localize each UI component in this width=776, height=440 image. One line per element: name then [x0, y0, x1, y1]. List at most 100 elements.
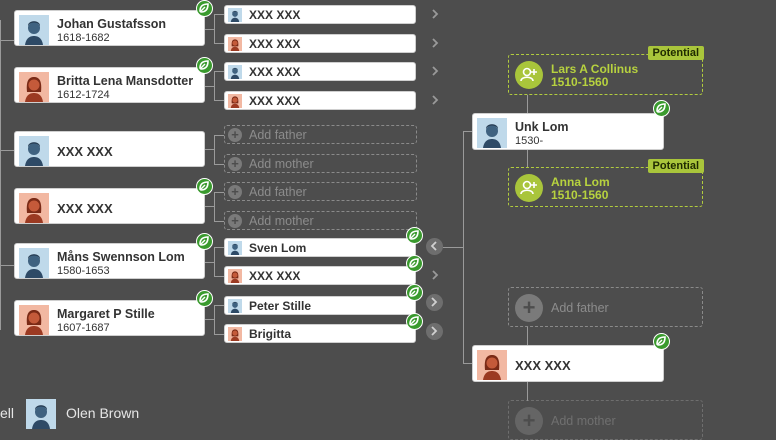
expand-button[interactable]	[426, 294, 443, 311]
person-name: XXX XXX	[249, 37, 301, 51]
leaf-hint-icon[interactable]	[406, 227, 423, 244]
parent-card-sven-lom[interactable]: Sven Lom	[224, 238, 416, 257]
parent-card[interactable]: XXX XXX	[224, 34, 416, 53]
male-avatar-icon	[228, 299, 242, 313]
person-lifespan: 1612-1724	[57, 89, 110, 101]
person-lifespan: 1607-1687	[57, 322, 110, 334]
chevron-left-icon	[427, 239, 441, 253]
add-label: Add mother	[249, 214, 314, 228]
add-label: Add mother	[551, 414, 616, 428]
person-name: Lars A Collinus	[551, 62, 639, 76]
add-mother-button[interactable]: + Add mother	[224, 154, 417, 173]
person-lifespan: 1530-	[515, 135, 544, 147]
add-person-icon	[515, 174, 543, 202]
plus-icon: +	[515, 294, 543, 322]
male-avatar-icon	[477, 118, 507, 148]
male-avatar-icon	[228, 65, 242, 79]
person-name: XXX XXX	[515, 358, 571, 373]
add-mother-button[interactable]: + Add mother	[224, 211, 417, 230]
chevron-right-icon	[427, 295, 441, 309]
parent-card[interactable]: XXX XXX	[224, 91, 416, 110]
potential-mother-card[interactable]: Anna Lom 1510-1560 Potential	[508, 159, 704, 207]
parent-card[interactable]: XXX XXX	[224, 62, 416, 81]
potential-father-card[interactable]: Lars A Collinus 1510-1560 Potential	[508, 46, 704, 95]
leaf-hint-icon[interactable]	[653, 333, 670, 350]
female-avatar-icon	[228, 269, 242, 283]
female-avatar-icon	[19, 193, 49, 223]
male-avatar-icon	[26, 399, 56, 429]
plus-icon: +	[228, 128, 242, 142]
potential-badge: Potential	[647, 46, 704, 60]
person-name: Brigitta	[249, 327, 291, 341]
person-name: Johan Gustafsson	[57, 17, 167, 31]
plus-icon: +	[515, 407, 543, 435]
person-lifespan: 1510-1560	[551, 75, 609, 89]
expand-button[interactable]	[426, 323, 443, 340]
add-person-icon	[515, 61, 543, 89]
person-card-britta-lena-mansdotter[interactable]: Britta Lena Mansdotter 1612-1724	[14, 67, 205, 103]
person-card-mans-swennson-lom[interactable]: Måns Swennson Lom 1580-1653	[14, 243, 205, 279]
female-avatar-icon	[228, 94, 242, 108]
male-avatar-icon	[228, 241, 242, 255]
person-name: XXX XXX	[249, 8, 301, 22]
add-father-button[interactable]: + Add father	[224, 125, 417, 144]
plus-icon: +	[228, 185, 242, 199]
chevron-right-icon[interactable]	[428, 64, 442, 78]
add-label: Add mother	[249, 157, 314, 171]
parent-card[interactable]: XXX XXX	[224, 5, 416, 24]
leaf-hint-icon[interactable]	[196, 0, 213, 17]
person-card-unknown-male[interactable]: XXX XXX	[14, 131, 205, 167]
person-lifespan: 1580-1653	[57, 265, 110, 277]
potential-badge: Potential	[647, 159, 704, 173]
person-card-unknown-female[interactable]: XXX XXX	[14, 188, 205, 224]
person-name: XXX XXX	[249, 65, 301, 79]
leaf-hint-icon[interactable]	[196, 57, 213, 74]
person-name: Peter Stille	[249, 299, 312, 313]
leaf-hint-icon[interactable]	[406, 284, 423, 301]
plus-icon: +	[228, 214, 242, 228]
chevron-right-icon[interactable]	[428, 268, 442, 282]
person-name: XXX XXX	[57, 144, 113, 159]
person-name: Britta Lena Mansdotter	[57, 74, 194, 88]
person-card-unknown[interactable]: XXX XXX	[472, 345, 664, 382]
person-card-margaret-p-stille[interactable]: Margaret P Stille 1607-1687	[14, 300, 205, 336]
add-label: Add father	[551, 301, 609, 315]
partial-label: ell	[0, 405, 15, 421]
male-avatar-icon	[19, 136, 49, 166]
leaf-hint-icon[interactable]	[653, 100, 670, 117]
add-mother-button[interactable]: + Add mother	[508, 400, 703, 440]
collapse-button[interactable]	[426, 238, 443, 255]
parent-card-brigitta[interactable]: Brigitta	[224, 324, 416, 343]
leaf-hint-icon[interactable]	[406, 255, 423, 272]
person-name: Margaret P Stille	[57, 307, 155, 321]
home-person-name[interactable]: Olen Brown	[66, 405, 140, 421]
chevron-right-icon[interactable]	[428, 36, 442, 50]
plus-icon: +	[228, 157, 242, 171]
female-avatar-icon	[228, 327, 242, 341]
person-name: Måns Swennson Lom	[57, 250, 185, 264]
leaf-hint-icon[interactable]	[196, 290, 213, 307]
parent-card[interactable]: XXX XXX	[224, 266, 416, 285]
add-father-button[interactable]: + Add father	[508, 287, 703, 327]
person-card-unk-lom[interactable]: Unk Lom 1530-	[472, 113, 664, 150]
male-avatar-icon	[19, 15, 49, 45]
female-avatar-icon	[19, 72, 49, 102]
female-avatar-icon	[19, 305, 49, 335]
male-avatar-icon	[19, 248, 49, 278]
parent-card-peter-stille[interactable]: Peter Stille	[224, 296, 416, 315]
chevron-right-icon	[427, 324, 441, 338]
chevron-right-icon[interactable]	[428, 93, 442, 107]
leaf-hint-icon[interactable]	[196, 233, 213, 250]
person-lifespan: 1618-1682	[57, 32, 110, 44]
leaf-hint-icon[interactable]	[406, 313, 423, 330]
person-card-johan-gustafsson[interactable]: Johan Gustafsson 1618-1682	[14, 10, 205, 46]
person-lifespan: 1510-1560	[551, 188, 609, 202]
female-avatar-icon	[477, 350, 507, 380]
person-name: XXX XXX	[249, 269, 301, 283]
chevron-right-icon[interactable]	[428, 7, 442, 21]
leaf-hint-icon[interactable]	[196, 178, 213, 195]
male-avatar-icon	[228, 8, 242, 22]
person-name: XXX XXX	[57, 201, 113, 216]
add-father-button[interactable]: + Add father	[224, 182, 417, 201]
person-name: Anna Lom	[551, 175, 610, 189]
